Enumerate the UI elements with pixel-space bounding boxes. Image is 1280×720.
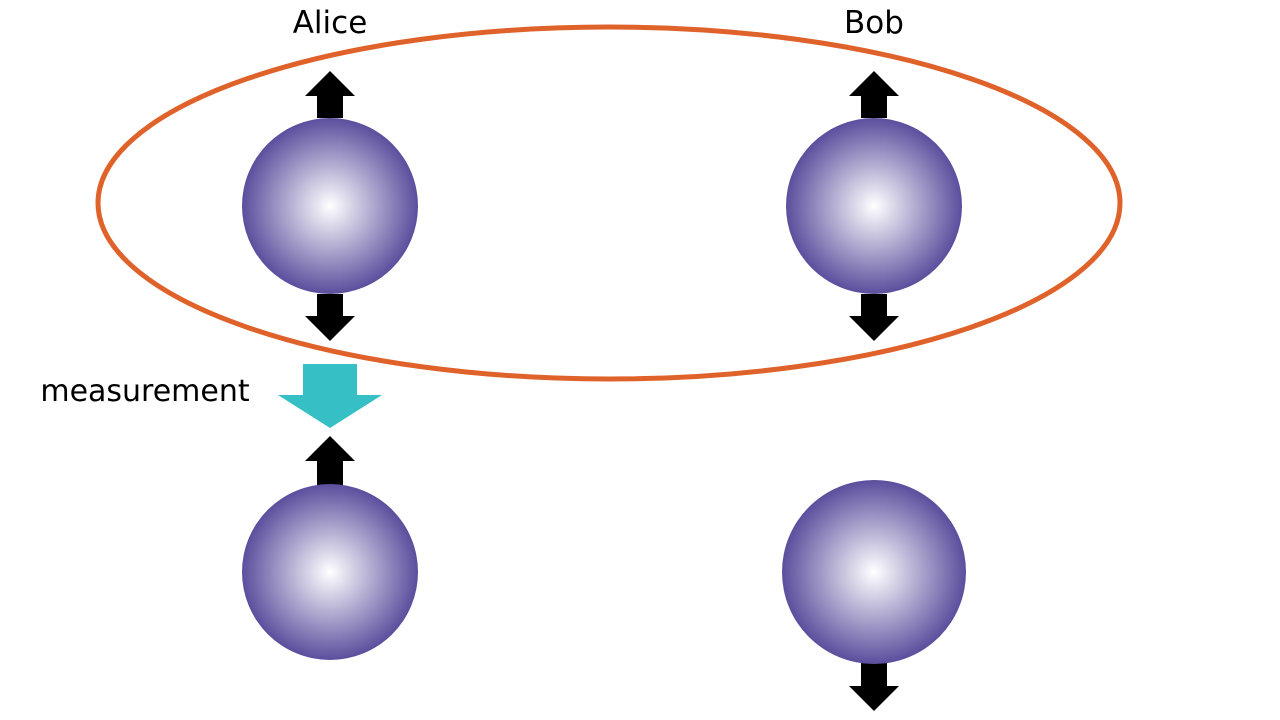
spin-up-arrow-icon (305, 436, 355, 488)
spin-up-arrow-icon (849, 71, 899, 118)
bob-measured-sphere (782, 480, 966, 664)
spin-up-arrow-icon (305, 71, 355, 118)
measurement-arrow-icon (278, 364, 382, 428)
alice-entangled-particle (242, 71, 418, 341)
alice-label: Alice (293, 5, 368, 41)
alice-particle-sphere (242, 118, 418, 294)
spin-down-arrow-icon (849, 294, 899, 341)
spin-down-arrow-icon (849, 662, 899, 711)
alice-measured-particle (242, 436, 418, 660)
bob-particle-sphere (786, 118, 962, 294)
bob-entangled-particle (786, 71, 962, 341)
alice-measured-sphere (242, 484, 418, 660)
measurement-label: measurement (40, 374, 250, 409)
spin-down-arrow-icon (305, 294, 355, 341)
bob-label: Bob (844, 5, 904, 41)
entanglement-ellipse (95, 24, 1123, 382)
bob-measured-particle (782, 480, 966, 711)
